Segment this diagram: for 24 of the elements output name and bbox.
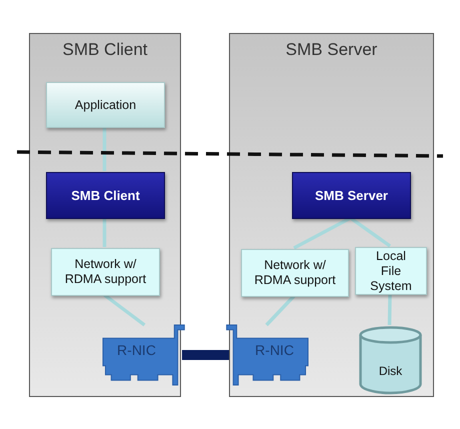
connector-line [388,294,392,326]
layer-box: Application [46,82,165,128]
system-panel [229,33,434,397]
connector-line [102,127,106,171]
system-panel [29,33,181,397]
connector-line [293,216,352,250]
layer-box: Network w/ RDMA support [51,248,160,296]
connector-line [265,294,296,326]
disk-cylinder [359,326,422,393]
disk-label: Disk [378,364,404,378]
connector-line [102,218,106,247]
panel-title: SMB Server [284,40,378,60]
layer-box: Network w/ RDMA support [241,249,349,297]
panel-title: SMB Client [61,40,149,60]
connector-line [182,350,229,360]
card-label: R-NIC [254,342,295,358]
service-box: SMB Client [46,172,165,219]
network-card [103,325,186,385]
connector-line [103,294,146,326]
network-card [225,325,308,385]
connector-line [349,216,392,248]
layer-box: Local File System [355,247,427,295]
card-label: R-NIC [116,342,157,358]
service-box: SMB Server [292,172,411,219]
